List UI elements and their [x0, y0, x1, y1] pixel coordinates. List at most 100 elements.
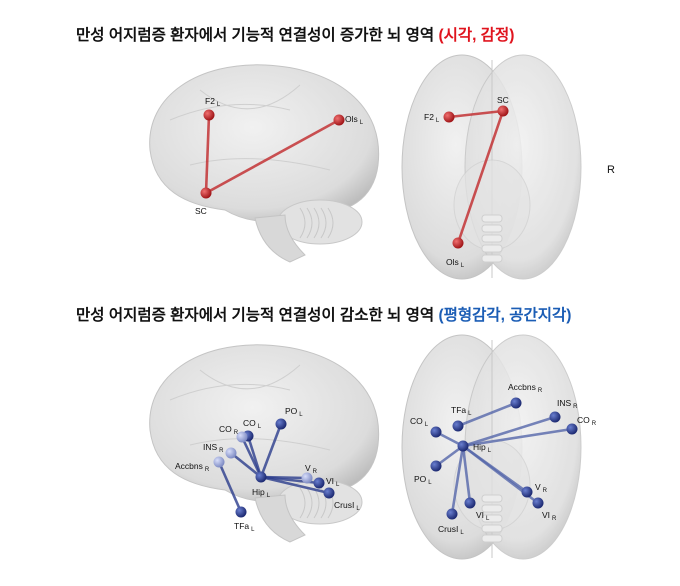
- region-name: CO: [577, 415, 590, 425]
- region-name: V: [535, 482, 541, 492]
- region-name: SC: [497, 95, 509, 105]
- hemisphere-subscript: L: [299, 412, 303, 418]
- connection-Hip-CO_R: [462, 427, 573, 448]
- hemisphere-subscript: R: [592, 421, 597, 427]
- region-name: V: [305, 463, 311, 473]
- title-highlight: (평형감각, 공간지각): [438, 307, 572, 324]
- brain-lateral-view: [149, 344, 380, 543]
- hemisphere-subscript: L: [460, 530, 464, 536]
- node-VI_R: [532, 497, 544, 509]
- hemisphere-subscript: L: [217, 102, 221, 108]
- node-label-SC: SC: [195, 206, 207, 216]
- region-name: VI: [326, 476, 334, 486]
- region-name: PO: [414, 474, 427, 484]
- connection-SC-Ols: [205, 118, 340, 195]
- region-name: VI: [542, 510, 550, 520]
- hemisphere-subscript: L: [425, 422, 429, 428]
- region-name: F2: [205, 96, 215, 106]
- region-name: F2: [424, 112, 434, 122]
- node-CrusI: [323, 487, 335, 499]
- node-F2: [203, 109, 215, 121]
- hemisphere-subscript: R: [552, 516, 557, 522]
- node-VI_L: [464, 497, 476, 509]
- region-name: CrusI: [438, 524, 458, 534]
- hemisphere-subscript: L: [486, 516, 490, 522]
- hemisphere-subscript: L: [251, 527, 255, 533]
- connection-Hip-CO_R: [240, 436, 263, 478]
- region-name: Accbns: [508, 382, 536, 392]
- hemisphere-subscript: R: [538, 388, 543, 394]
- node-VI_L: [313, 477, 325, 489]
- title-text: 만성 어지럼증 환자에서 기능적 연결성이 증가한 뇌 영역: [76, 27, 439, 44]
- connection-Hip-PO: [259, 423, 283, 478]
- node-Ols: [333, 114, 345, 126]
- region-name: TFa: [451, 405, 466, 415]
- hemisphere-subscript: L: [258, 424, 262, 430]
- node-F2: [443, 111, 455, 123]
- region-name: INS: [557, 398, 572, 408]
- connection-Hip-PO: [435, 444, 464, 468]
- node-V: [301, 472, 313, 484]
- hemisphere-subscript: L: [468, 411, 472, 417]
- hemisphere-subscript: L: [267, 493, 271, 499]
- node-CrusI: [446, 508, 458, 520]
- region-name: INS: [203, 442, 218, 452]
- node-Accbns: [213, 456, 225, 468]
- hemisphere-subscript: R: [313, 469, 318, 475]
- node-TFa: [452, 420, 464, 432]
- connection-F2-SC: [204, 114, 211, 194]
- region-name: Accbns: [175, 461, 203, 471]
- node-SC: [200, 187, 212, 199]
- node-label-SC: SC: [497, 95, 509, 105]
- title-decreased-connectivity: 만성 어지럼증 환자에서 기능적 연결성이 감소한 뇌 영역 (평형감각, 공간…: [76, 303, 571, 325]
- node-SC: [497, 105, 509, 117]
- node-PO: [430, 460, 442, 472]
- brain-axial-view: [401, 334, 582, 560]
- connection-Hip-INS: [230, 451, 262, 479]
- hemisphere-subscript: R: [543, 488, 548, 494]
- hemisphere-subscript: L: [336, 482, 340, 488]
- region-name: CO: [219, 424, 232, 434]
- title-text: 만성 어지럼증 환자에서 기능적 연결성이 감소한 뇌 영역: [76, 307, 439, 324]
- node-CO_L: [430, 426, 442, 438]
- node-Hip: [457, 440, 469, 452]
- brain-lateral-view: [149, 64, 380, 263]
- region-name: PO: [285, 406, 298, 416]
- hemisphere-subscript: R: [234, 430, 239, 436]
- brain-axial-view: [401, 54, 582, 280]
- hemisphere-subscript: R: [205, 467, 210, 473]
- region-name: VI: [476, 510, 484, 520]
- hemisphere-subscript: L: [461, 263, 465, 269]
- region-name: Ols: [446, 257, 459, 267]
- region-name: Ols: [345, 114, 358, 124]
- hemisphere-subscript: L: [436, 118, 440, 124]
- connection-Hip-VI_L: [461, 445, 472, 504]
- hemisphere-subscript: L: [488, 448, 492, 454]
- node-Accbns: [510, 397, 522, 409]
- region-name: CO: [410, 416, 423, 426]
- region-name: Hip: [473, 442, 486, 452]
- connection-Accbns-TFa: [457, 401, 517, 428]
- node-CO_R: [236, 431, 248, 443]
- connection-SC-Ols: [456, 110, 505, 244]
